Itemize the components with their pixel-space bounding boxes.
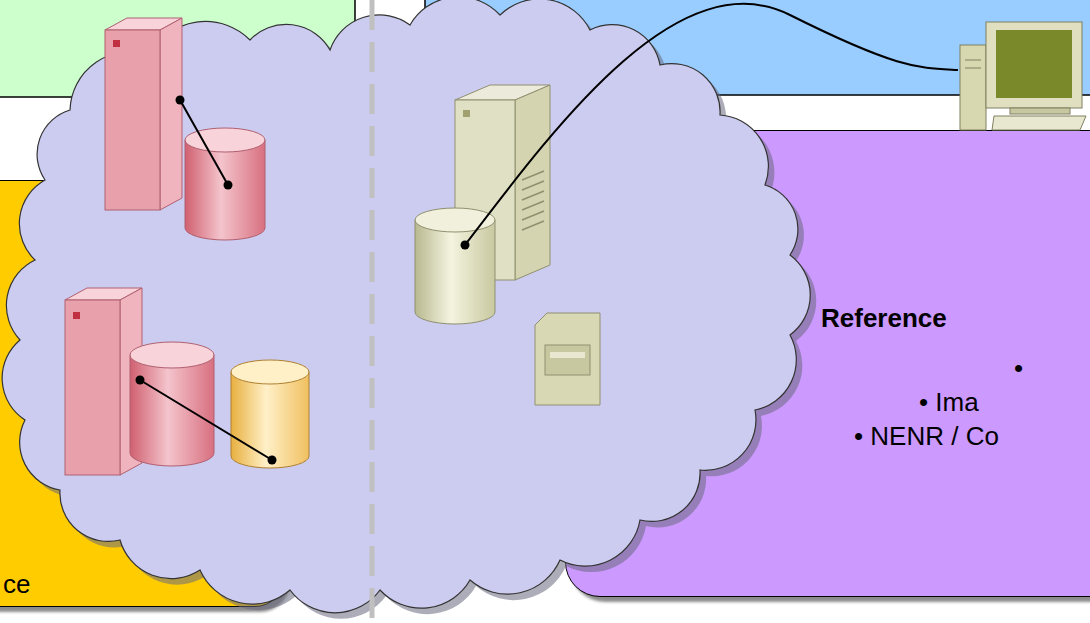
link-line [176,96,233,190]
panel-text: ce [3,567,30,601]
divider-line [370,0,375,623]
link-line [136,376,277,465]
cloud-shape [2,0,810,613]
link-line [461,4,959,250]
database-icon [185,128,265,240]
panel-text: • [1014,351,1023,385]
database-icon [130,342,214,466]
database-icon [415,208,495,324]
panel-text: • Ima [919,385,979,419]
computer-icon [960,22,1086,130]
server-icon [105,18,182,210]
panel-heading: Reference [821,301,947,335]
panel-text: • NENR / Co [854,419,999,453]
storage-device-icon [535,313,600,405]
database-icon [231,360,309,468]
